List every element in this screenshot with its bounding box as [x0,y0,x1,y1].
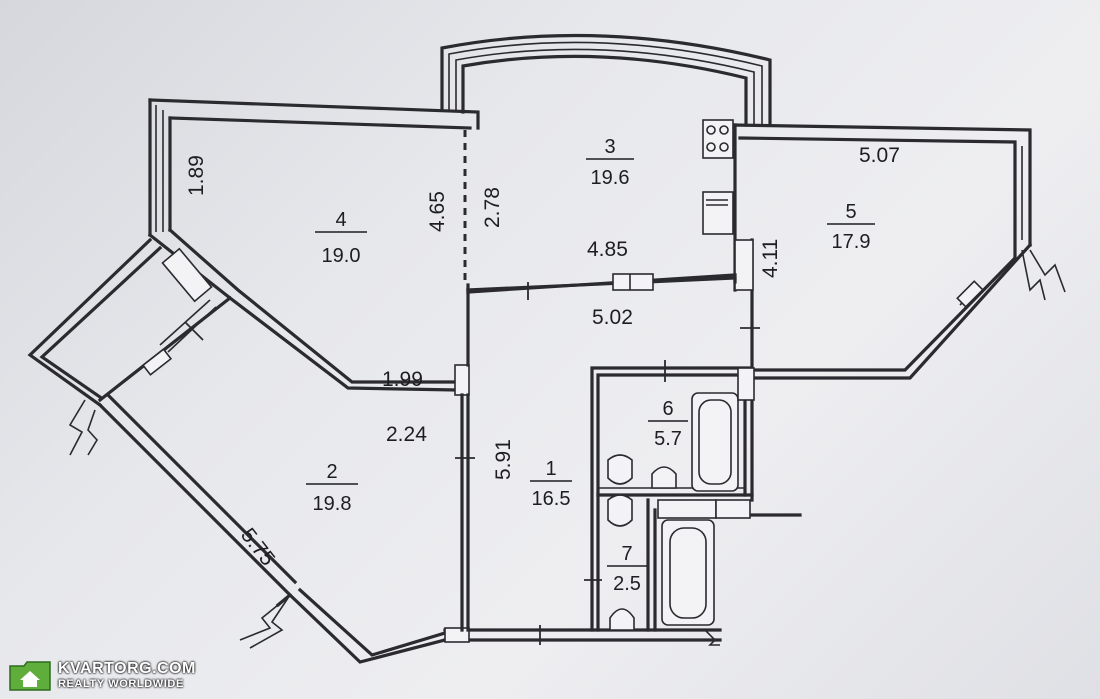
svg-text:6: 6 [662,398,673,420]
logo-name: KVARTORG.COM [58,659,196,677]
dimension-5-07: 5.07 [859,144,900,167]
kitchen-wall [702,119,754,372]
room-5-walls [731,123,1066,380]
room-label-7: 7 2.5 [607,543,647,595]
folder-house-icon [9,661,51,691]
room-label-2: 2 19.8 [306,461,358,515]
svg-text:1: 1 [545,458,556,480]
room-label-4: 4 19.0 [315,209,367,267]
room-label-3: 3 19.6 [586,136,634,189]
svg-text:2: 2 [326,461,337,483]
svg-text:19.0: 19.0 [322,245,361,267]
room-label-6: 6 5.7 [648,398,688,450]
dimension-2-78: 2.78 [481,187,504,228]
dimension-4-65: 4.65 [426,191,449,232]
svg-text:5.7: 5.7 [654,428,682,450]
logo-tagline: REALTY WORLDWIDE [58,677,184,690]
bathroom-7 [584,454,751,632]
dimension-1-89: 1.89 [185,155,208,196]
room-1-walls [443,393,722,646]
room-label-5: 5 17.9 [827,201,875,253]
balcony [27,237,233,456]
svg-text:7: 7 [621,543,632,565]
room-2-walls [97,392,447,664]
room-4-walls [148,98,480,237]
corridor-walls [466,273,760,329]
dimension-4-11: 4.11 [759,239,782,278]
svg-text:19.8: 19.8 [313,493,352,515]
room-label-1: 1 16.5 [530,458,572,510]
dimension-1-99: 1.99 [382,368,423,391]
svg-text:17.9: 17.9 [832,231,871,253]
kvartorg-logo: KVARTORG.COM REALTY WORLDWIDE [8,656,196,694]
bathroom-6 [590,360,802,632]
svg-text:2.5: 2.5 [613,573,641,595]
svg-text:16.5: 16.5 [532,488,571,510]
svg-text:5: 5 [845,201,856,223]
svg-text:3: 3 [604,136,615,158]
dimension-5-02: 5.02 [592,306,633,329]
dimension-2-24: 2.24 [386,423,427,446]
svg-text:19.6: 19.6 [591,167,630,189]
dimension-5-91: 5.91 [492,439,515,480]
bay-window [440,33,772,127]
dimension-4-85: 4.85 [587,238,628,261]
svg-text:4: 4 [335,209,346,231]
